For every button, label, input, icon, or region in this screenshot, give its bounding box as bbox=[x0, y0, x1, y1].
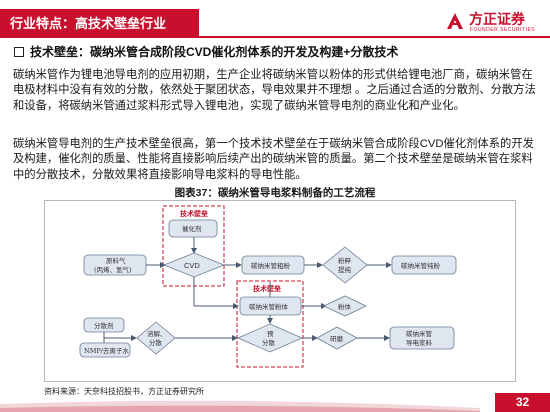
paragraph-2: 碳纳米管导电剂的生产技术壁垒很高，第一个技术技术壁垒在于碳纳米管合成阶段CVD催… bbox=[13, 138, 534, 181]
page-title: 行业特点：高技术壁垒行业 bbox=[10, 16, 167, 31]
page-number: 32 bbox=[495, 393, 550, 412]
node-cnt-raw-powder bbox=[241, 255, 305, 275]
node-cvd bbox=[162, 252, 226, 278]
paragraph-1: 碳纳米管作为锂电池导电剂的应用初期，生产企业将碳纳米管以粉体的形式供给锂电池厂商… bbox=[13, 69, 536, 112]
node-product bbox=[389, 326, 455, 350]
header-banner bbox=[0, 9, 199, 37]
node-dissolve bbox=[136, 321, 176, 355]
figure-title: 图表37：碳纳米管导电浆料制备的工艺流程 bbox=[174, 187, 376, 199]
barrier-label-1: 技术壁垒 bbox=[180, 209, 208, 218]
checkbox-bullet-icon bbox=[14, 47, 24, 57]
node-grind bbox=[316, 326, 358, 350]
node-cnt-powder bbox=[239, 296, 302, 316]
node-cnt-pure-powder-label: 碳纳米管纯粉 bbox=[401, 261, 441, 270]
node-grind-label: 研磨 bbox=[330, 334, 344, 343]
node-cnt-pure-powder bbox=[391, 255, 457, 275]
header-divider bbox=[0, 36, 550, 38]
node-product-line1: 碳纳米管 bbox=[406, 329, 433, 338]
founder-logo-icon bbox=[447, 13, 463, 29]
node-crush-purify bbox=[322, 246, 368, 284]
logo-english-name: FOUNDER SECURITIES bbox=[470, 27, 536, 33]
node-crush-line2: 提纯 bbox=[338, 265, 352, 274]
node-cvd-label: CVD bbox=[184, 261, 200, 270]
node-dispersant bbox=[83, 317, 125, 333]
node-dissolve-line2: 分散 bbox=[149, 338, 163, 347]
node-catalyst-label: 催化剂 bbox=[182, 224, 202, 233]
figure-source: 资料来源：天奈科技招股书，方正证券研究所 bbox=[44, 387, 204, 396]
node-cnt-raw-powder-label: 碳纳米管粗粉 bbox=[251, 261, 291, 270]
node-crush-line1: 粉粹 bbox=[338, 256, 352, 265]
node-solvent bbox=[79, 342, 131, 358]
footer-decoration bbox=[0, 400, 480, 412]
node-dissolve-line1: 溶解、 bbox=[147, 329, 167, 338]
node-solvent-label: NMP/去离子水 bbox=[84, 346, 129, 355]
node-predisperse-line2: 分散 bbox=[262, 338, 276, 347]
section-title: 技术壁垒：碳纳米管合成阶段CVD催化剂体系的开发及构建+分散技术 bbox=[30, 45, 399, 59]
barrier-label-2: 技术壁垒 bbox=[253, 284, 281, 293]
company-logo: 方正证券 FOUNDER SECURITIES bbox=[444, 8, 548, 38]
barrier-box-dispersion bbox=[236, 280, 304, 368]
node-catalyst bbox=[168, 219, 218, 238]
node-dispersant-label: 分散剂 bbox=[94, 321, 114, 330]
node-raw-gas-line2: (丙烯、氢气) bbox=[94, 265, 132, 274]
process-flow-diagram: 技术壁垒 技术壁垒 催化剂 原料气 (丙烯、氢气) CVD 碳纳米管粗粉 粉粹 … bbox=[79, 205, 457, 368]
node-powder-label: 粉体 bbox=[338, 302, 352, 311]
node-raw-gas bbox=[83, 254, 147, 276]
logo-chinese-name: 方正证券 bbox=[469, 11, 525, 27]
node-predisperse bbox=[237, 323, 303, 353]
figure-frame bbox=[44, 200, 516, 382]
node-product-line2: 导电浆料 bbox=[406, 338, 433, 347]
node-raw-gas-line1: 原料气 bbox=[106, 256, 126, 265]
node-predisperse-line1: 预 bbox=[267, 329, 274, 338]
node-cnt-powder-label: 碳纳米管粉体 bbox=[249, 302, 289, 311]
node-powder bbox=[323, 295, 367, 317]
